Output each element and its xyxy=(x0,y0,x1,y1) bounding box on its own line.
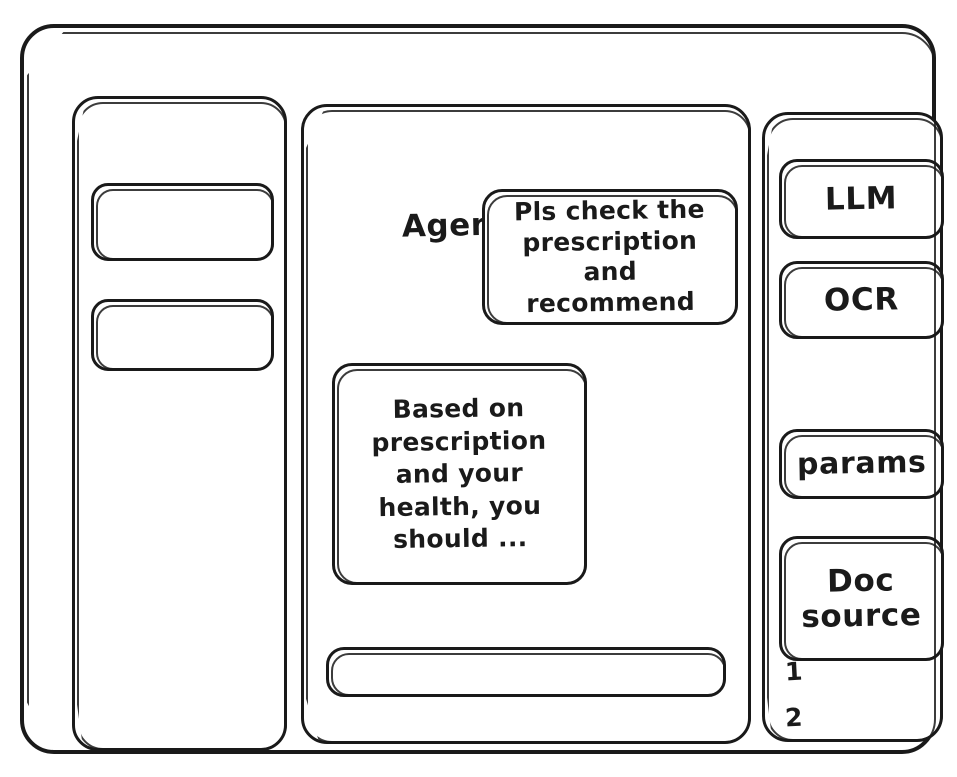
history-list-item[interactable] xyxy=(91,183,274,261)
tools-panel: LLM OCR params Doc source 1 2 xyxy=(762,112,944,742)
history-list-item[interactable] xyxy=(91,299,274,371)
tool-button-label: Doc source xyxy=(801,562,923,635)
history-panel: History xyxy=(72,96,287,751)
tool-button-llm[interactable]: LLM xyxy=(779,159,944,239)
doc-source-list-item[interactable]: 2 xyxy=(784,702,804,733)
user-message-bubble: Pls check the prescription and recommend xyxy=(482,189,738,325)
tool-button-params[interactable]: params xyxy=(779,429,944,499)
tool-button-ocr[interactable]: OCR xyxy=(779,261,944,339)
user-message-text: Pls check the prescription and recommend xyxy=(513,194,705,318)
assistant-message-text: Based on prescription and your health, y… xyxy=(371,392,547,554)
chat-panel: Agent - Medic Pls check the prescription… xyxy=(301,104,751,744)
tool-button-doc-source[interactable]: Doc source xyxy=(779,536,944,661)
tool-button-label: params xyxy=(796,445,927,483)
app-window: History Agent - Medic Pls check the pres… xyxy=(20,24,944,754)
doc-source-list-item[interactable]: 1 xyxy=(784,656,804,687)
tool-button-label: LLM xyxy=(825,180,898,218)
message-input[interactable] xyxy=(326,647,726,697)
assistant-message-bubble: Based on prescription and your health, y… xyxy=(332,363,587,585)
tool-button-label: OCR xyxy=(823,280,900,319)
